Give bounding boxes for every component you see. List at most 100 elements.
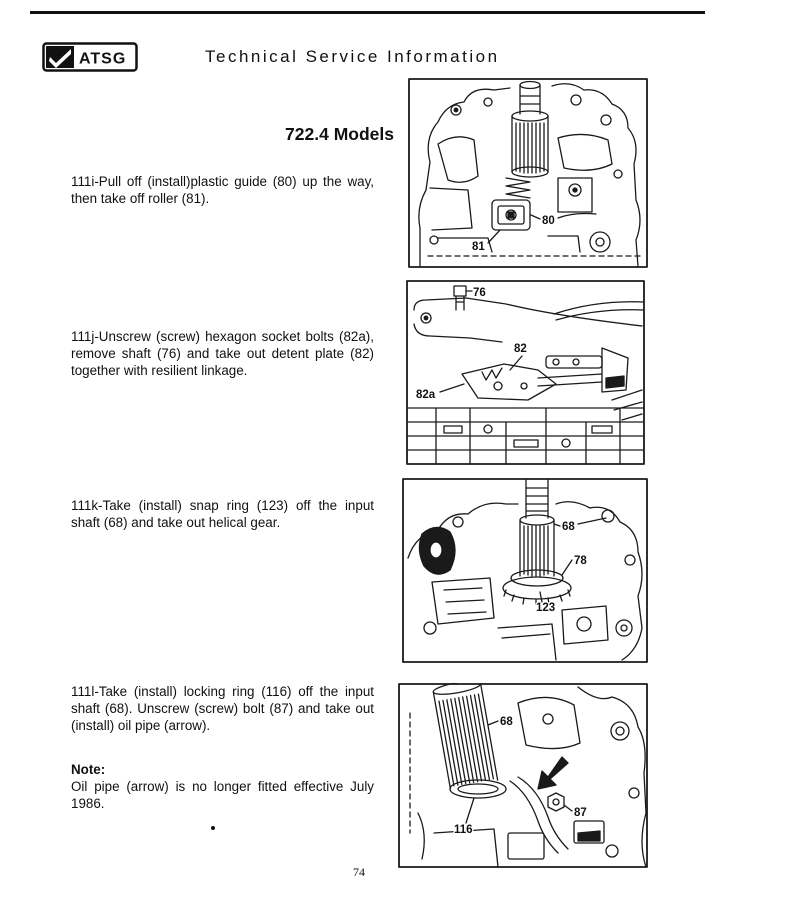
shaft-top [525, 479, 549, 519]
arrow-icon [537, 756, 569, 790]
lever-top-edge [413, 297, 643, 327]
note-block: Note: Oil pipe (arrow) is no longer fitt… [71, 761, 374, 812]
detent-spring [505, 177, 531, 199]
shaft-neck [519, 84, 541, 115]
servo-block [561, 605, 609, 645]
callout-123-leader [539, 591, 543, 603]
valve-body-lines [437, 235, 581, 253]
callout-81: 81 [472, 241, 485, 253]
roller-pin [507, 211, 515, 219]
linkage-pin [552, 358, 560, 366]
lever-bottom-edge [413, 323, 503, 343]
right-linkage [611, 389, 643, 421]
figure-frame [402, 478, 648, 663]
bolt-hole [452, 516, 464, 528]
step-111i: 111i-Pull off (install)plastic guide (80… [71, 173, 374, 207]
selector-pin-center [572, 187, 578, 193]
note-line: Oil pipe (arrow) is no longer fitted eff… [71, 779, 374, 794]
bolt-hole [615, 726, 625, 736]
lower-housing [417, 812, 499, 868]
linkage-rod [537, 373, 603, 387]
bolt-hole [570, 94, 582, 106]
clutch-block [431, 577, 495, 625]
figure-111l: 68 116 87 [398, 683, 648, 868]
callout-80: 80 [542, 215, 555, 227]
linkage-bracket [601, 347, 629, 393]
housing-web [517, 696, 581, 750]
bracket-shading [605, 375, 625, 389]
input-shaft [432, 683, 499, 790]
clutch-block-detail [443, 587, 487, 615]
bolt-hole [624, 554, 636, 566]
callout-82a: 82a [416, 389, 436, 401]
helical-gear-teeth [503, 589, 571, 606]
oil-pipe-illustration: 68 116 87 [398, 683, 648, 868]
housing-left-outline [418, 87, 511, 267]
bolt-hole [429, 235, 439, 245]
bolt-hole [620, 624, 628, 632]
casting-hole [429, 541, 443, 559]
bolt-hole [628, 787, 640, 799]
detent-hole [493, 381, 503, 391]
callout-123: 123 [536, 602, 555, 614]
page-number: 74 [353, 865, 365, 879]
housing-rib [557, 133, 613, 171]
logo-text: ATSG [79, 51, 126, 68]
bolt-hole [615, 619, 633, 637]
shaft-body [432, 683, 499, 790]
valve-body-grid [407, 407, 644, 465]
linkage-block [545, 355, 603, 369]
shaft-76-body [455, 295, 465, 311]
valve-port [513, 439, 539, 448]
callout-78-leader [561, 559, 573, 576]
snap-ring-illustration: 68 78 123 [402, 478, 648, 663]
locking-ring-inner [457, 783, 499, 795]
shaft-rings [525, 487, 549, 512]
header-rule [30, 11, 705, 14]
page-title: Technical Service Information [205, 47, 500, 66]
note-line: 1986. [71, 796, 105, 811]
shaft-splines [515, 122, 545, 174]
shaft-body [511, 115, 549, 173]
locking-ring [449, 779, 507, 799]
shaft-top-face [519, 80, 541, 90]
housing-web [437, 136, 479, 183]
plastic-guide [491, 199, 531, 231]
step-line: remove shaft (76) and take out detent pl… [71, 346, 374, 361]
figure-frame [398, 683, 648, 868]
step-line: then take off roller (81). [71, 191, 210, 206]
callout-68-leader [553, 517, 607, 527]
valve-bore [561, 438, 571, 448]
step-line: 111l-Take (install) locking ring (116) o… [71, 684, 374, 699]
linkage-pin [572, 358, 580, 366]
valve-port [591, 425, 613, 434]
shaft-76-head [453, 285, 467, 297]
shaft-splines [523, 525, 549, 577]
shaft-base [511, 166, 549, 178]
shaft-shoulder [511, 110, 549, 122]
atsg-logo: ATSG [42, 42, 138, 72]
block-shading [577, 830, 601, 842]
bolt-hole [601, 509, 615, 523]
step-line: (install) oil pipe (arrow). [71, 718, 211, 733]
callout-87: 87 [574, 807, 587, 819]
bolt-hole [610, 721, 630, 741]
cover-arc [553, 301, 644, 315]
step-line: shaft (68) and take out helical gear. [71, 515, 281, 530]
bolt-87-center [552, 798, 560, 806]
callout-87-leader [563, 804, 573, 812]
housing-rib [429, 187, 473, 231]
step-111k: 111k-Take (install) snap ring (123) off … [71, 497, 374, 531]
housing-right-outline [577, 686, 647, 868]
valve-bore [483, 424, 493, 434]
snap-ring [510, 569, 564, 587]
shaft-body [519, 519, 555, 577]
bolt-hole [600, 114, 612, 126]
plastic-guide-slot [497, 205, 525, 225]
lever-hole-center [423, 315, 429, 321]
section-title: 722.4 Models [285, 124, 394, 144]
callout-116: 116 [454, 824, 473, 836]
lever-hole [420, 312, 432, 324]
shaft-splines [438, 693, 494, 787]
step-line: 111i-Pull off (install)plastic guide (80… [71, 174, 374, 189]
